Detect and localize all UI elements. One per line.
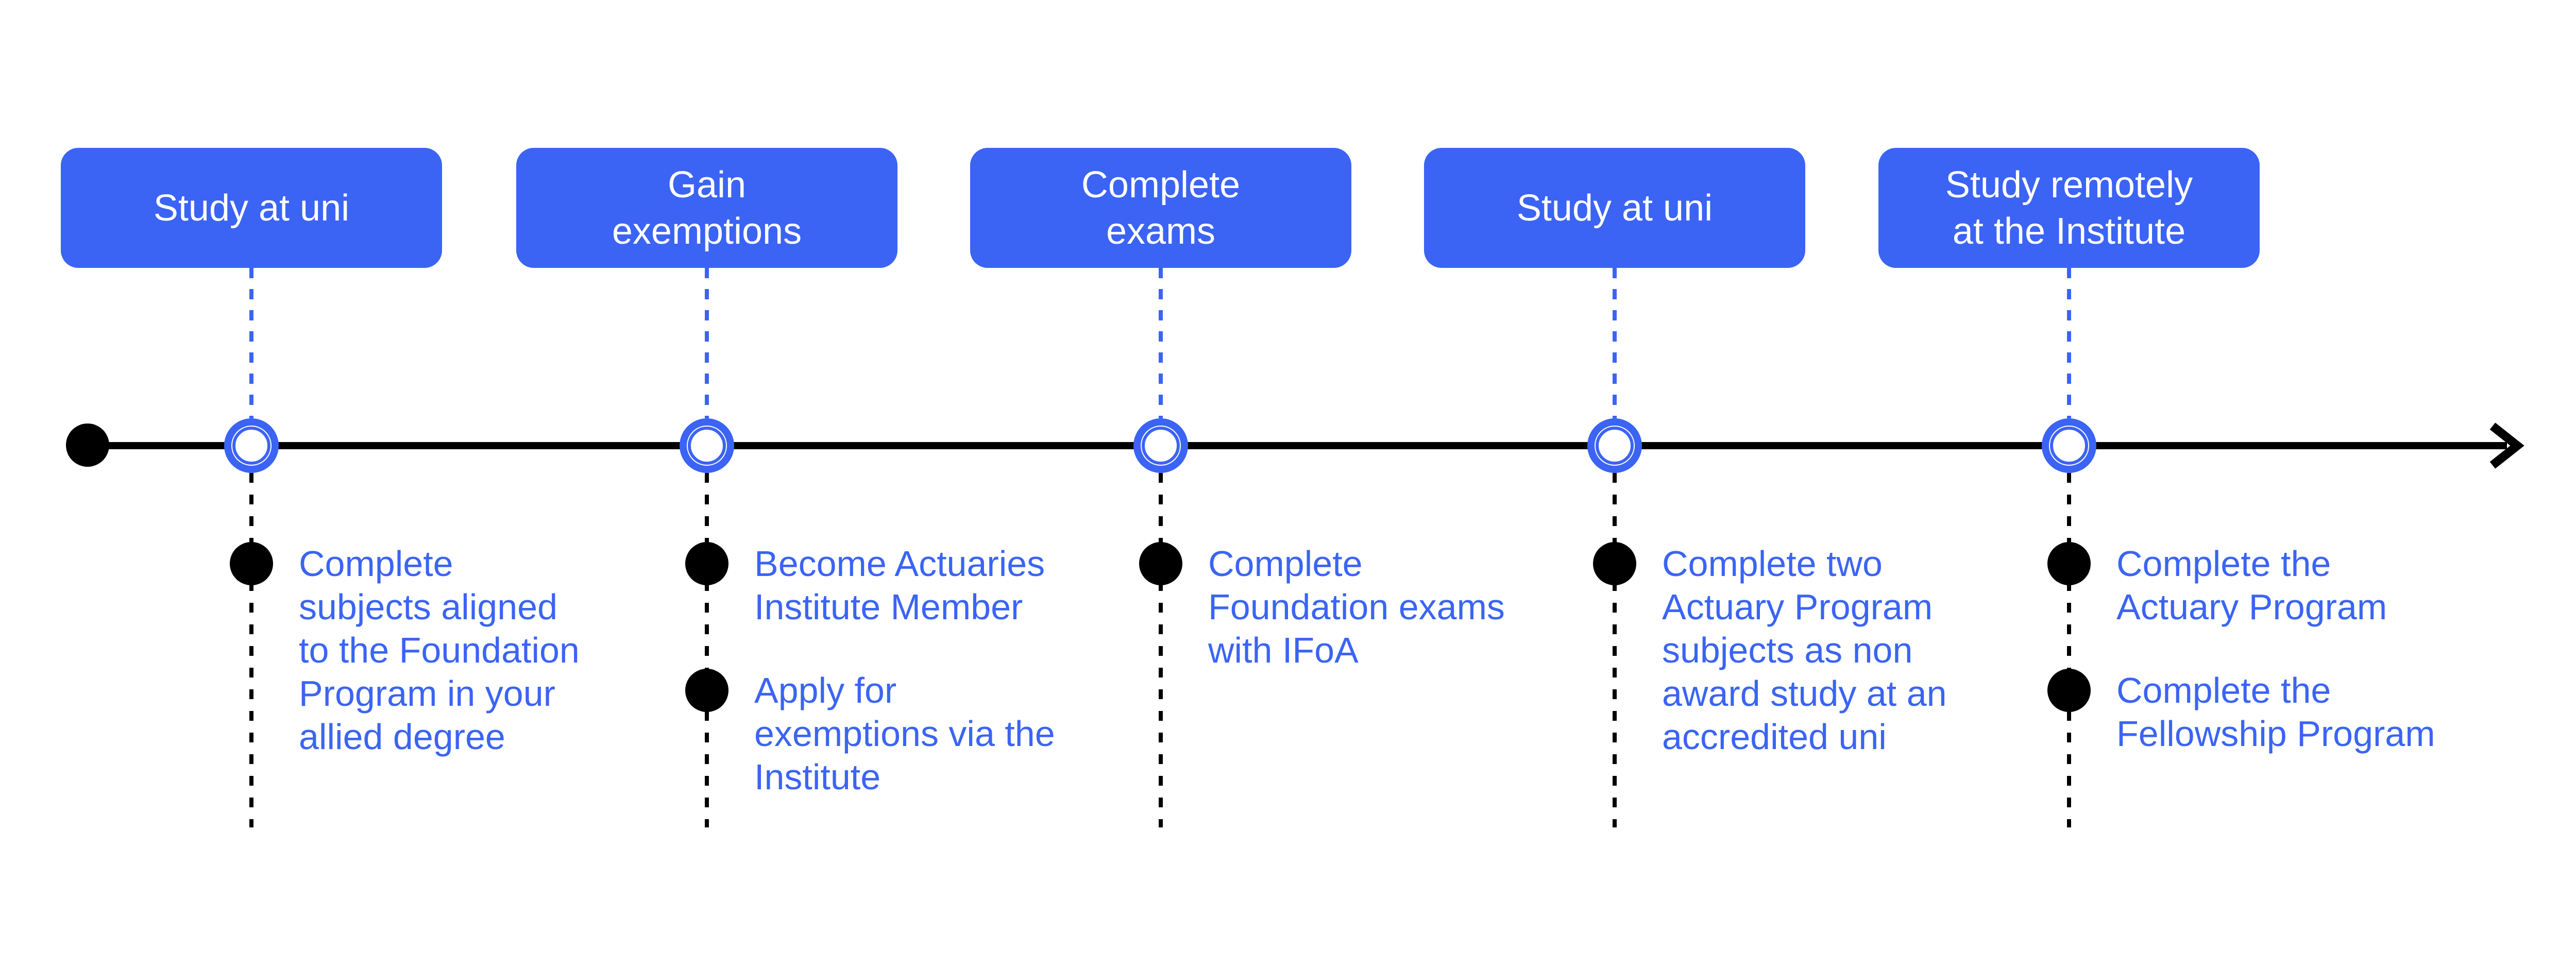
milestone-5-bullet-list: Complete the Actuary Program Complete th… [2047, 542, 2435, 755]
milestone-2-label-box: Gain exemptions [516, 148, 897, 268]
list-item: Complete the Actuary Program [2047, 542, 2435, 629]
milestone-5-node-inner-ring [2050, 427, 2088, 465]
milestone-4-bullet-list: Complete two Actuary Program subjects as… [1593, 542, 1947, 758]
milestone-3-bullet-list: Complete Foundation exams with IFoA [1139, 542, 1505, 672]
bullet-dot-icon [685, 542, 728, 585]
list-item: Complete subjects aligned to the Foundat… [230, 542, 580, 758]
milestone-4-label: Study at uni [1516, 187, 1713, 229]
milestone-3-label: Complete exams [1081, 164, 1241, 252]
milestone-3-timeline-node-icon [1133, 418, 1188, 473]
milestone-1-label: Study at uni [153, 187, 350, 229]
bullet-text: Complete subjects aligned to the Foundat… [299, 544, 580, 757]
milestone-4-black-dashed-connector [1613, 473, 1617, 827]
bullet-dot-icon [230, 542, 273, 585]
bullet-text: Become Actuaries Institute Member [754, 544, 1045, 627]
milestone-2-blue-dashed-connector [705, 268, 709, 418]
bullet-dot-icon [685, 669, 728, 712]
milestone-3-label-box: Complete exams [970, 148, 1351, 268]
milestone-3-blue-dashed-connector [1159, 268, 1163, 418]
milestone-1-bullet-list: Complete subjects aligned to the Foundat… [230, 542, 580, 758]
bullet-dot-icon [1139, 542, 1182, 585]
milestone-2-bullet-list: Become Actuaries Institute Member Apply … [685, 542, 1055, 799]
milestone-4-blue-dashed-connector [1613, 268, 1617, 418]
bullet-text: Complete two Actuary Program subjects as… [1662, 544, 1947, 757]
bullet-text: Complete the Fellowship Program [2116, 670, 2435, 754]
milestone-5-black-dashed-connector [2067, 473, 2071, 827]
list-item: Complete two Actuary Program subjects as… [1593, 542, 1947, 758]
milestone-4-label-box: Study at uni [1424, 148, 1805, 268]
timeline-arrowhead-icon [2489, 422, 2524, 469]
milestone-1-black-dashed-connector [249, 473, 253, 827]
milestone-1-label-box: Study at uni [61, 148, 442, 268]
milestone-2-node-inner-ring [688, 427, 726, 465]
milestone-1-node-inner-ring [232, 427, 270, 465]
bullet-dot-icon [2047, 669, 2091, 712]
list-item: Apply for exemptions via the Institute [685, 669, 1055, 799]
milestone-4-timeline-node-icon [1587, 418, 1642, 473]
milestone-1-blue-dashed-connector [249, 268, 253, 418]
list-item: Complete the Fellowship Program [2047, 669, 2435, 755]
list-item: Complete Foundation exams with IFoA [1139, 542, 1505, 672]
milestone-5-label: Study remotely at the Institute [1945, 164, 2193, 252]
timeline-axis-line [88, 442, 2507, 449]
bullet-dot-icon [1593, 542, 1636, 585]
milestone-2-black-dashed-connector [705, 473, 709, 827]
milestone-4-node-inner-ring [1596, 427, 1634, 465]
milestone-3-node-inner-ring [1142, 427, 1180, 465]
list-item: Become Actuaries Institute Member [685, 542, 1055, 629]
milestone-1-timeline-node-icon [224, 418, 279, 473]
milestone-5-timeline-node-icon [2042, 418, 2096, 473]
milestone-5-blue-dashed-connector [2067, 268, 2071, 418]
bullet-text: Apply for exemptions via the Institute [754, 670, 1055, 797]
bullet-dot-icon [2047, 542, 2091, 585]
milestone-3-black-dashed-connector [1159, 473, 1163, 827]
bullet-text: Complete Foundation exams with IFoA [1208, 544, 1505, 670]
milestone-2-timeline-node-icon [680, 418, 734, 473]
milestone-2-label: Gain exemptions [612, 164, 802, 252]
bullet-text: Complete the Actuary Program [2116, 544, 2387, 627]
milestone-5-label-box: Study remotely at the Institute [1878, 148, 2260, 268]
